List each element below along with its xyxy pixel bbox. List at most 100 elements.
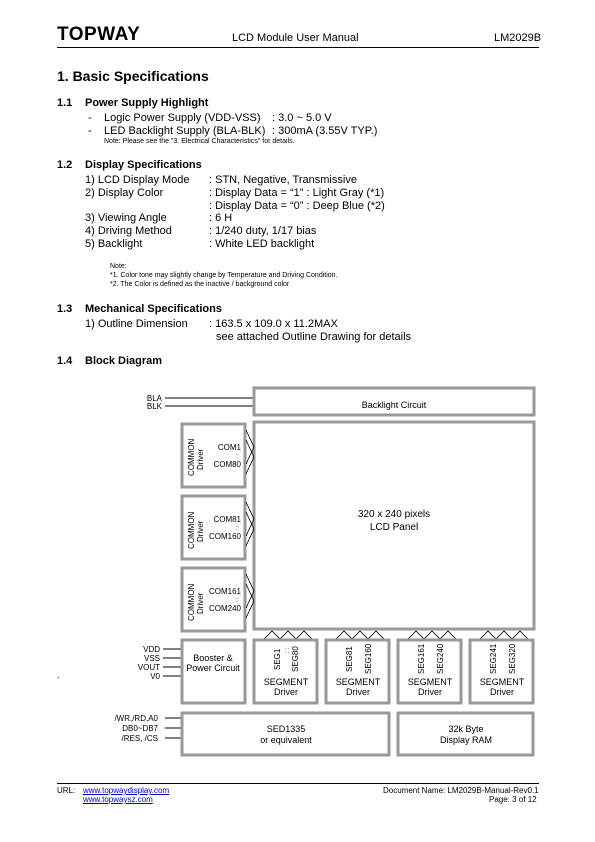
spec-label: 4) Driving Method xyxy=(85,225,172,237)
spec-label: 5) Backlight xyxy=(85,238,143,250)
driver-word: Driver xyxy=(418,687,442,697)
spec-label: 3) Viewing Angle xyxy=(85,212,167,224)
com-start: COM1 xyxy=(218,443,242,452)
subsection-number: 1.2 xyxy=(57,159,73,171)
panel-label: LCD Panel xyxy=(370,522,418,533)
segment-word: SEGMENT xyxy=(264,677,309,687)
com-start: COM161 xyxy=(209,587,242,596)
ram-label-1: 32k Byte xyxy=(448,724,483,734)
spec-value: : 3.0 ~ 5.0 V xyxy=(272,112,332,124)
section-title: 1. Basic Specifications xyxy=(57,68,209,84)
controller-label-2: or equivalent xyxy=(260,735,312,745)
driver-word: Driver xyxy=(274,687,298,697)
spec-label: 1) LCD Display Mode xyxy=(85,174,190,186)
bus-pin-lines xyxy=(165,717,182,739)
driver-word: Driver xyxy=(196,448,205,470)
controller-box xyxy=(180,711,391,757)
subsection-title: Mechanical Specifications xyxy=(85,303,222,315)
subsection-title: Block Diagram xyxy=(85,355,163,367)
subsection-title: Power Supply Highlight xyxy=(85,97,209,109)
spec-value: : 6 H xyxy=(209,212,233,224)
segment-driver-3: SEG161 SEG240 SEGMENT Driver xyxy=(396,630,463,705)
note-text: *2. The Color is defined as the inactive… xyxy=(110,281,290,288)
seg-first: SEG1 xyxy=(273,648,282,670)
spec-value: : 163.5 x 109.0 x 11.2MAX xyxy=(209,318,338,330)
stray-mark: ` xyxy=(57,676,60,686)
common-driver-1: COMMON Driver COM1 : COM80 xyxy=(180,422,255,489)
controller-label-1: SED1335 xyxy=(267,724,306,734)
segment-driver-4: SEG241 SEG320 SEGMENT Driver xyxy=(468,630,535,705)
subsection-number: 1.3 xyxy=(57,303,73,315)
pin-v0: V0 xyxy=(150,672,160,681)
common-driver-2: COMMON Driver COM81 : COM160 xyxy=(180,494,255,561)
backlight-circuit-label: Backlight Circuit xyxy=(362,400,427,410)
segment-driver-2: SEG81 SEG160 SEGMENT Driver xyxy=(324,630,391,705)
seg-last: SEG160 xyxy=(364,643,373,674)
company-logo: TOPWAY xyxy=(57,24,141,45)
seg-first: SEG81 xyxy=(345,646,354,672)
website-link-2[interactable]: www.topwaysz.com xyxy=(83,795,153,804)
power-pin-lines xyxy=(163,648,182,677)
com-end: COM160 xyxy=(209,532,242,541)
panel-resolution: 320 x 240 pixels xyxy=(358,509,430,520)
seg-last: SEG240 xyxy=(436,643,445,674)
spec-label: LED Backlight Supply (BLA-BLK) xyxy=(104,125,266,137)
pin-vss: VSS xyxy=(144,654,160,663)
seg-first: SEG241 xyxy=(489,643,498,674)
driver-word: Driver xyxy=(346,687,370,697)
backlight-circuit-box xyxy=(252,386,536,417)
spec-label: 1) Outline Dimension xyxy=(85,318,188,330)
spec-value: : 1/240 duty, 1/17 bias xyxy=(209,225,317,237)
common-word: COMMON xyxy=(187,438,196,476)
document-name: Document Name: LM2029B-Manual-Rev0.1 xyxy=(383,786,539,795)
lcd-panel-box xyxy=(252,420,536,631)
pin-db0-db7: DB0~DB7 xyxy=(122,724,158,733)
subsection-title: Display Specifications xyxy=(85,159,202,171)
spec-value: : Display Data = “0” : Deep Blue (*2) xyxy=(209,200,385,212)
spec-value: see attached Outline Drawing for details xyxy=(216,331,412,343)
driver-word: Driver xyxy=(490,687,514,697)
pin-res-cs: /RES, /CS xyxy=(122,734,158,743)
page-number: Page: 3 of 12 xyxy=(489,795,537,804)
note-text: *1. Color tone may slightly change by Te… xyxy=(110,272,338,279)
spec-value: : White LED backlight xyxy=(209,238,315,250)
pin-bla: BLA xyxy=(147,394,163,403)
list-bullet: - xyxy=(88,112,92,124)
segment-word: SEGMENT xyxy=(336,677,381,687)
spec-value: : 300mA (3.55V TYP.) xyxy=(272,125,378,137)
driver-word: Driver xyxy=(196,592,205,614)
segment-word: SEGMENT xyxy=(408,677,453,687)
spec-label: 2) Display Color xyxy=(85,187,164,199)
pin-wr-rd-a0: /WR,/RD,A0 xyxy=(114,714,158,723)
driver-word: Driver xyxy=(196,520,205,542)
header-rule xyxy=(57,47,539,48)
segment-word: SEGMENT xyxy=(480,677,525,687)
pin-blk: BLK xyxy=(147,402,163,411)
note-text: Note: xyxy=(110,263,127,270)
ram-label-2: Display RAM xyxy=(440,735,492,745)
website-link-1[interactable]: www.topwaydisplay.com xyxy=(83,786,170,795)
common-word: COMMON xyxy=(187,511,196,549)
seg-last: SEG80 xyxy=(291,646,300,672)
com-dots: : xyxy=(236,597,238,604)
seg-first: SEG161 xyxy=(417,643,426,674)
segment-driver-1: SEG1 : : SEG80 SEGMENT Driver xyxy=(252,630,319,705)
com-dots: : xyxy=(236,453,238,460)
com-end: COM240 xyxy=(209,604,242,613)
document-title: LCD Module User Manual xyxy=(232,32,359,44)
note-text: Note: Please see the "3. Electrical Char… xyxy=(104,138,295,145)
list-bullet: - xyxy=(88,125,92,137)
spec-value: : Display Data = “1” : Light Gray (*1) xyxy=(209,187,385,199)
booster-label-2: Power Circuit xyxy=(186,663,240,673)
common-driver-3: COMMON Driver COM161 : COM240 xyxy=(180,566,255,633)
com-dots: : xyxy=(236,525,238,532)
booster-box xyxy=(180,638,247,705)
subsection-number: 1.1 xyxy=(57,97,73,109)
spec-value: : STN, Negative, Transmissive xyxy=(209,174,357,186)
spec-label: Logic Power Supply (VDD-VSS) xyxy=(104,112,261,124)
subsection-number: 1.4 xyxy=(57,355,73,367)
seg-last: SEG320 xyxy=(508,643,517,674)
com-end: COM80 xyxy=(213,460,241,469)
footer-rule xyxy=(57,783,539,784)
